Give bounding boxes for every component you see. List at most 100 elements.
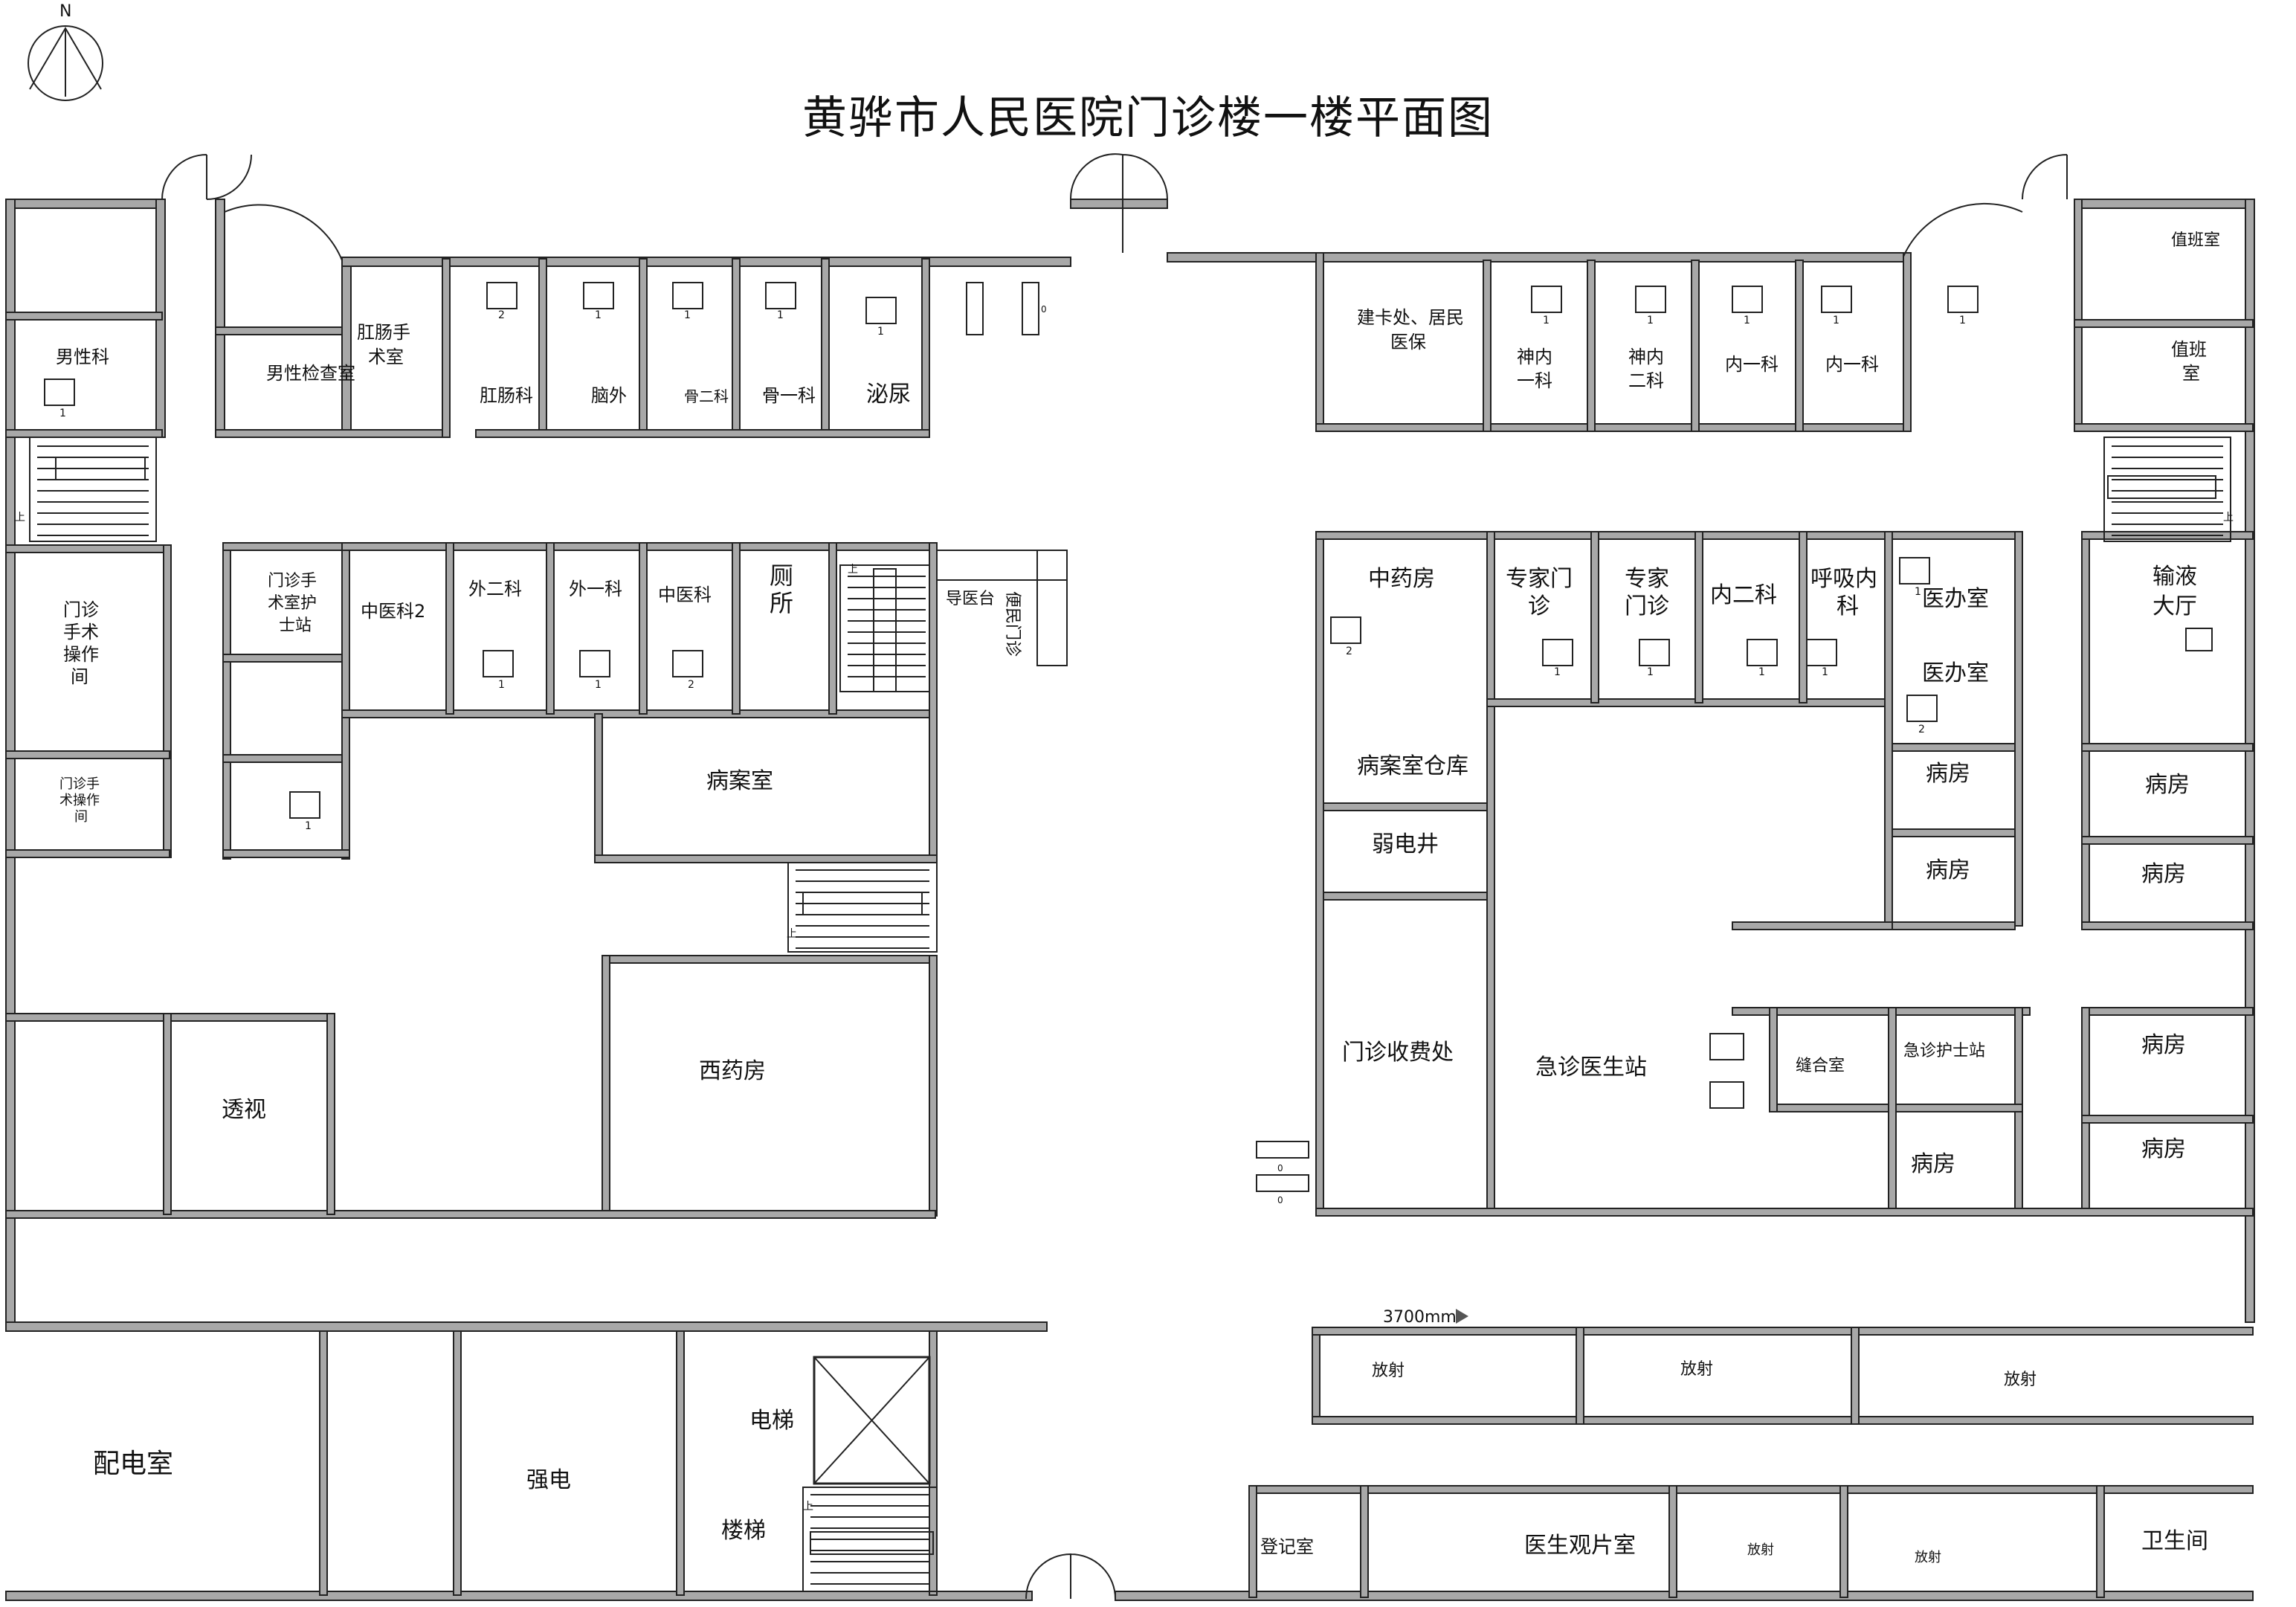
svg-text:1: 1 [1543,315,1550,326]
top-right-rooms [1315,199,2254,432]
desk-icon: 1 [1747,639,1778,678]
stairs-bottom [802,1487,938,1592]
desk-icon: 2 [672,650,703,691]
room-label: 门诊手 [268,572,317,590]
room-label: 病房 [2141,1136,2186,1162]
room-label: 楼梯 [721,1518,766,1544]
room-label: 便民门诊 [1003,591,1022,657]
dimension-marker: 3700mm [1383,1308,1468,1327]
room-label: 呼吸内 [1810,566,1877,592]
room-label: 电梯 [749,1408,794,1434]
outer-walls [5,199,2255,1601]
desk-icon: 1 [1947,286,1979,326]
room-label: 大厅 [2152,593,2197,619]
room-label: 卫生间 [2141,1528,2208,1554]
desk-icon: 1 [1899,557,1930,598]
svg-text:上: 上 [803,1501,813,1513]
compass-label: N [59,2,71,21]
elevator-shaft [813,1356,931,1485]
top-left-rooms [5,258,930,438]
room-label: 士站 [279,616,312,635]
room-label: 外二科 [468,579,522,599]
room-label: 男性科 [56,347,109,367]
stairs-top-left [29,437,157,542]
page-title: 黄骅市人民医院门诊楼一楼平面图 [802,92,1494,144]
svg-text:2: 2 [1346,645,1352,657]
desk-icon: 0 [1256,1141,1309,1173]
stairs-center [839,564,930,692]
room-label: 医生观片室 [1524,1533,1636,1559]
room-label: 缝合室 [1796,1057,1845,1075]
svg-text:1: 1 [777,309,784,321]
svg-text:1: 1 [498,679,505,691]
svg-text:1: 1 [1959,315,1966,326]
room-label: 外一科 [569,579,622,599]
room-label: 门诊 [63,599,99,620]
room-label: 放射 [1680,1360,1713,1379]
room-label: 病房 [2145,772,2190,798]
room-label: 医保 [1390,332,1426,352]
room-label: 间 [74,809,88,825]
room-label: 值班室 [2171,231,2220,250]
room-label: 输液 [2152,564,2197,590]
svg-text:1: 1 [1833,315,1839,326]
room-label: 门诊 [1625,593,1669,619]
room-label: 专家门 [1506,566,1573,592]
room-label: 放射 [2004,1371,2037,1389]
room-label: 室 [2182,363,2200,384]
desk-icon: 1 [765,282,796,321]
room-label: 门诊手 [59,776,100,792]
room-label: 内一科 [1825,354,1879,375]
svg-text:1: 1 [1554,666,1561,678]
desk-icon: 1 [1732,286,1763,326]
desk-icon: 1 [672,282,703,321]
room-label: 病案室仓库 [1357,753,1468,779]
svg-text:1: 1 [877,326,884,338]
desk-markers: 1 2 1 1 1 1 1 1 1 1 1 1 1 2 1 2 1 1 1 1 … [44,282,2213,1205]
svg-text:1: 1 [595,679,602,691]
room-label: 导医台 [946,590,995,608]
desk-icon: 1 [1821,286,1852,326]
convenience-desk [936,550,1068,666]
room-label: 诊 [1528,593,1550,619]
desk-icon: 1 [44,379,75,419]
room-label: 科 [1837,593,1859,619]
desk-icon: 0 [1022,282,1047,335]
room-label: 病案室 [706,768,773,794]
svg-text:1: 1 [1647,315,1654,326]
svg-text:3700mm: 3700mm [1383,1308,1457,1327]
svg-text:1: 1 [305,820,312,832]
room-label: 厕 [770,561,793,590]
room-label: 男性检查室 [266,363,355,384]
desk-icon [1709,1033,1744,1060]
room-label: 病房 [2141,1032,2186,1058]
room-label: 中医科 [658,584,712,605]
room-label: 术室护 [268,594,317,613]
desk-icon: 1 [483,650,514,691]
desk-icon: 2 [1906,695,1938,735]
room-labels: 男性科 男性检查室 肛肠手 术室 肛肠科 脑外 骨二科 骨一科 泌尿 建卡处、居… [56,231,2220,1565]
desk-icon: 1 [1639,639,1670,678]
room-label: 所 [770,589,793,617]
mid-right-rooms [1315,531,2254,1217]
desk-icon [966,282,984,335]
room-label: 一科 [1517,370,1552,391]
doors [161,153,2068,1600]
room-label: 中药房 [1368,566,1435,592]
svg-text:1: 1 [1758,666,1765,678]
room-label: 急诊护士站 [1903,1042,1985,1060]
svg-text:1: 1 [1647,666,1654,678]
svg-text:0: 0 [1277,1163,1283,1173]
svg-text:1: 1 [1744,315,1750,326]
svg-text:1: 1 [684,309,691,321]
room-label: 手术 [63,622,99,643]
room-label: 放射 [1747,1542,1774,1558]
bottom-rooms [319,1327,2254,1598]
room-label: 神内 [1628,347,1664,367]
desk-icon: 1 [583,282,614,321]
svg-text:0: 0 [1277,1195,1283,1205]
room-label: 放射 [1915,1550,1941,1565]
svg-text:上: 上 [848,564,858,576]
svg-text:2: 2 [688,679,694,691]
room-label: 配电室 [93,1449,173,1479]
